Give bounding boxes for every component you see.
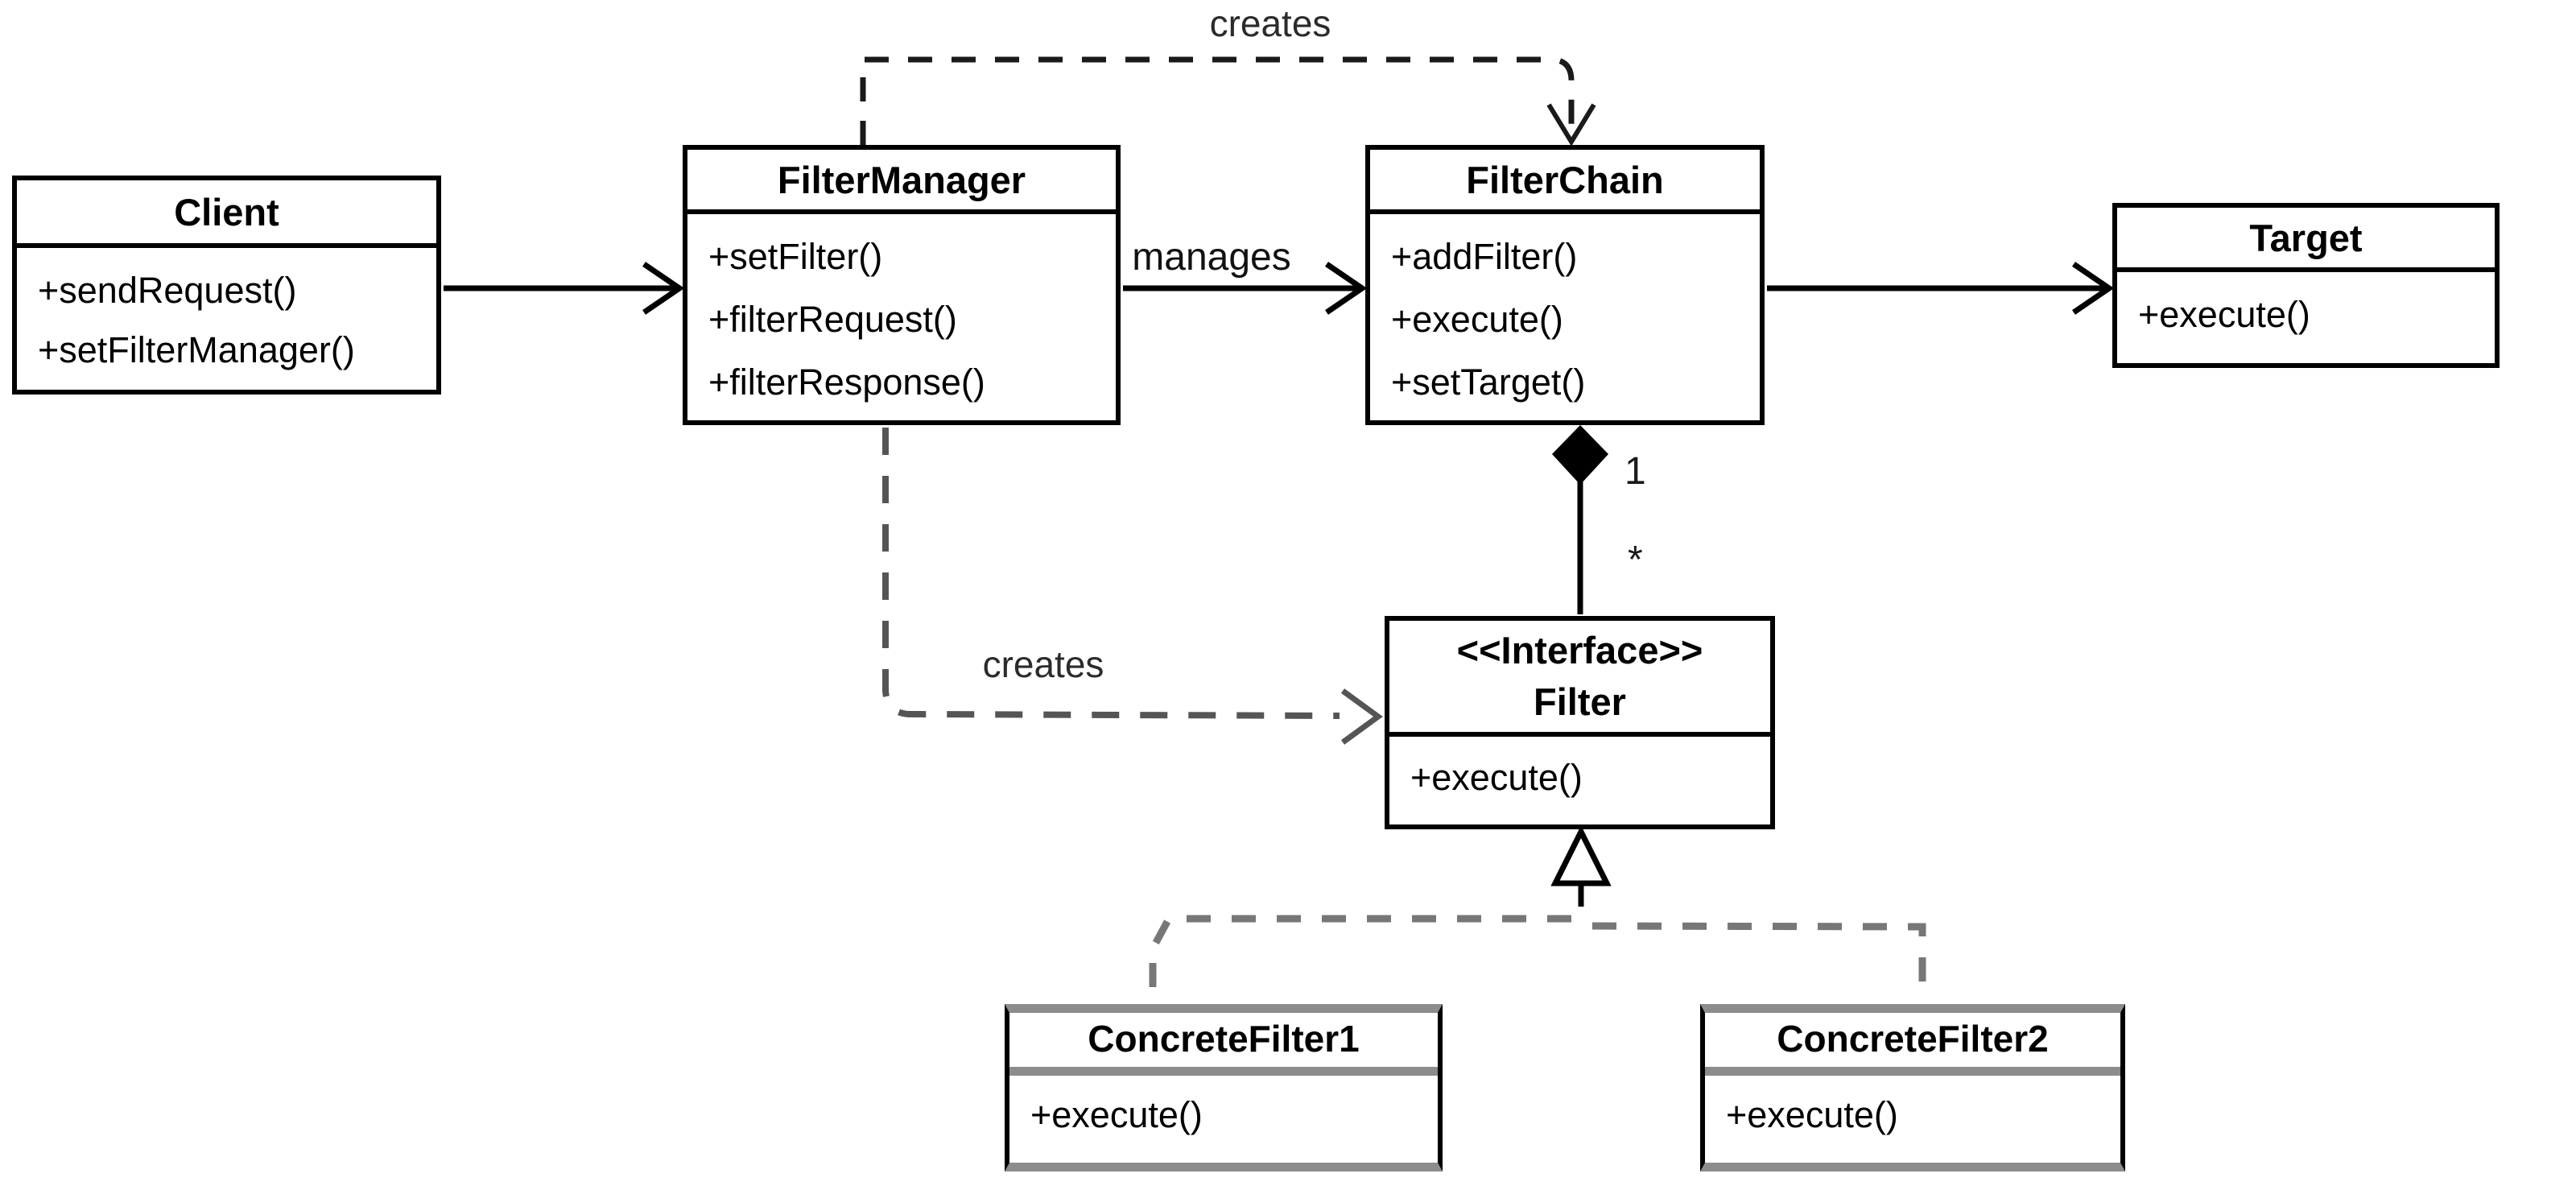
composition-diamond-icon [1552,425,1608,485]
class-title: FilterManager [687,150,1116,214]
open-arrowhead-down-icon [1546,103,1596,147]
composition-filterchain-filter [1552,425,1608,614]
realization-concretefilters-to-filter [1149,825,1926,1001]
method-sendrequest: +sendRequest() [38,270,297,311]
realization-branch-concretefilter1 [1149,915,1571,1001]
method-setfilter: +setFilter() [708,236,883,277]
class-title: Target [2117,208,2495,272]
method-execute: +execute() [1030,1094,1203,1135]
class-box-filtermanager: FilterManager +setFilter() +filterReques… [683,145,1121,425]
method-addfilter: +addFilter() [1391,236,1578,277]
method-execute: +execute() [1726,1094,1898,1135]
class-methods: +sendRequest() +setFilterManager() [17,248,436,380]
interface-title: <<Interface>> Filter [1389,621,1770,737]
open-arrowhead-right-icon [1325,262,1368,315]
open-arrowhead-right-icon [1340,688,1383,745]
class-box-client: Client +sendRequest() +setFilterManager(… [12,176,441,395]
class-methods: +execute() [2117,272,2495,343]
dependency-filtermanager-creates-filter [882,428,1383,745]
edge-label-creates-top: creates [1209,2,1331,44]
method-filterresponse: +filterResponse() [708,362,985,403]
class-methods: +setFilter() +filterRequest() +filterRes… [687,214,1116,414]
dependency-filtermanager-creates-filterchain [860,56,1596,147]
interface-name: Filter [1534,680,1626,723]
method-filterrequest: +filterRequest() [708,299,957,340]
class-box-target: Target +execute() [2112,203,2500,368]
interface-stereotype: <<Interface>> [1456,629,1703,672]
open-arrowhead-right-icon [2072,262,2115,315]
method-execute: +execute() [1391,299,1563,340]
class-methods: +execute() [1389,737,1770,806]
association-client-to-filtermanager [444,262,685,315]
association-filterchain-to-target [1767,262,2115,315]
method-settarget: +setTarget() [1391,362,1586,403]
class-title: FilterChain [1370,150,1760,214]
edge-label-creates-bottom: creates [982,643,1104,685]
class-title: Client [17,180,436,248]
realization-branch-concretefilter2 [1591,922,1926,1001]
method-setfiltermanager: +setFilterManager() [38,329,355,370]
open-arrowhead-right-icon [642,262,685,315]
class-box-concretefilter2: ConcreteFilter2 +execute() [1700,1004,2125,1172]
class-methods: +addFilter() +execute() +setTarget() [1370,214,1760,414]
class-title: ConcreteFilter1 [1088,1018,1360,1060]
method-execute: +execute() [1410,757,1583,798]
interface-box-filter: <<Interface>> Filter +execute() [1385,616,1775,829]
gray-divider [1705,1067,2120,1076]
multiplicity-one-label: 1 [1624,450,1646,493]
class-title: ConcreteFilter2 [1777,1018,2049,1060]
edge-label-manages: manages [1132,236,1291,279]
gray-divider [1009,1067,1438,1076]
hollow-triangle-icon [1550,825,1612,886]
class-box-concretefilter1: ConcreteFilter1 +execute() [1005,1004,1443,1172]
multiplicity-many-label: * [1628,539,1643,581]
method-execute: +execute() [2138,294,2310,335]
class-box-filterchain: FilterChain +addFilter() +execute() +set… [1365,145,1765,425]
